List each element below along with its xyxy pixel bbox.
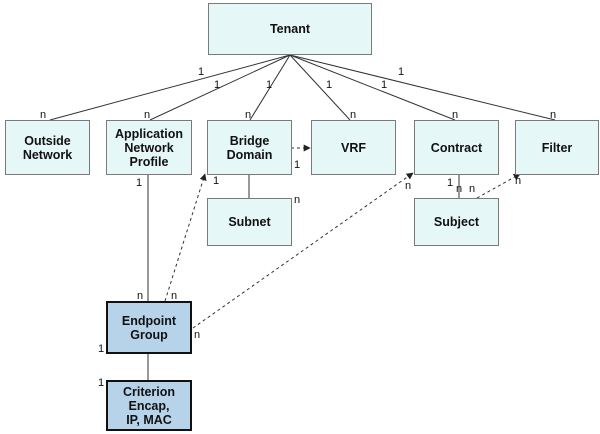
card-bd-epg-1: 1: [213, 175, 220, 187]
card-subject-contract-n: n: [456, 183, 463, 195]
contract-box[interactable]: Contract: [414, 120, 499, 175]
subject-label: Subject: [433, 215, 480, 229]
tenant-filter-link: [289, 54, 556, 121]
vrf-box[interactable]: VRF: [311, 120, 396, 175]
tenant-label: Tenant: [269, 22, 311, 36]
epg-bridge-domain-dashed: [164, 173, 207, 302]
criterion-box[interactable]: Criterion Encap, IP, MAC: [106, 380, 192, 431]
card-app-epg-1: 1: [136, 177, 143, 189]
application-network-profile-box[interactable]: Application Network Profile: [106, 120, 192, 175]
application-network-profile-label: Application Network Profile: [114, 126, 184, 169]
tenant-bridge-domain-link: [249, 54, 291, 121]
card-vrf-n: n: [350, 109, 357, 121]
tenant-box[interactable]: Tenant: [208, 3, 372, 55]
card-bd-vrf-1: 1: [294, 159, 301, 171]
tenant-vrf-link: [289, 54, 351, 121]
filter-label: Filter: [541, 140, 573, 155]
card-tenant-contract-1: 1: [381, 79, 388, 91]
card-tenant-filter-1: 1: [398, 66, 405, 78]
card-bd-n: n: [245, 109, 252, 121]
tenant-contract-link: [289, 54, 456, 121]
subject-box[interactable]: Subject: [414, 198, 499, 246]
card-tenant-vrf-1: 1: [326, 79, 333, 91]
card-subnet-n: n: [294, 194, 301, 206]
endpoint-group-label: Endpoint Group: [121, 313, 177, 342]
card-outside-n: n: [40, 109, 47, 121]
card-epg-contract-n: n: [194, 329, 201, 341]
card-tenant-bd-1: 1: [266, 79, 273, 91]
card-epg-criterion-1: 1: [98, 343, 105, 355]
subnet-label: Subnet: [228, 215, 271, 229]
bridge-domain-label: Bridge Domain: [226, 133, 273, 162]
tenant-outside-link: [49, 54, 291, 121]
subject-filter-dashed: [476, 173, 521, 199]
card-filter-n: n: [550, 109, 557, 121]
vrf-label: VRF: [341, 140, 366, 155]
card-epg-app-n: n: [137, 290, 144, 302]
card-app-n: n: [144, 109, 151, 121]
contract-label: Contract: [430, 140, 483, 155]
filter-box[interactable]: Filter: [515, 120, 599, 175]
card-subject-filter-n: n: [469, 183, 476, 195]
card-contract-n: n: [452, 109, 459, 121]
card-contract-subject-1: 1: [447, 177, 454, 189]
outside-network-box[interactable]: Outside Network: [5, 120, 90, 175]
card-epg-bd-n: n: [171, 290, 178, 302]
tenant-app-profile-link: [149, 54, 291, 121]
card-criterion-1: 1: [98, 377, 105, 389]
card-filter-subject-n: n: [515, 175, 522, 187]
endpoint-group-box[interactable]: Endpoint Group: [106, 301, 192, 354]
card-tenant-app-1: 1: [214, 79, 221, 91]
card-contract-epg-n: n: [405, 180, 412, 192]
criterion-label: Criterion Encap, IP, MAC: [122, 384, 176, 427]
bridge-domain-box[interactable]: Bridge Domain: [207, 120, 292, 175]
subnet-box[interactable]: Subnet: [207, 198, 292, 246]
outside-network-label: Outside Network: [22, 133, 73, 162]
epg-contract-dashed: [192, 172, 414, 329]
card-tenant-outside-1: 1: [198, 66, 205, 78]
